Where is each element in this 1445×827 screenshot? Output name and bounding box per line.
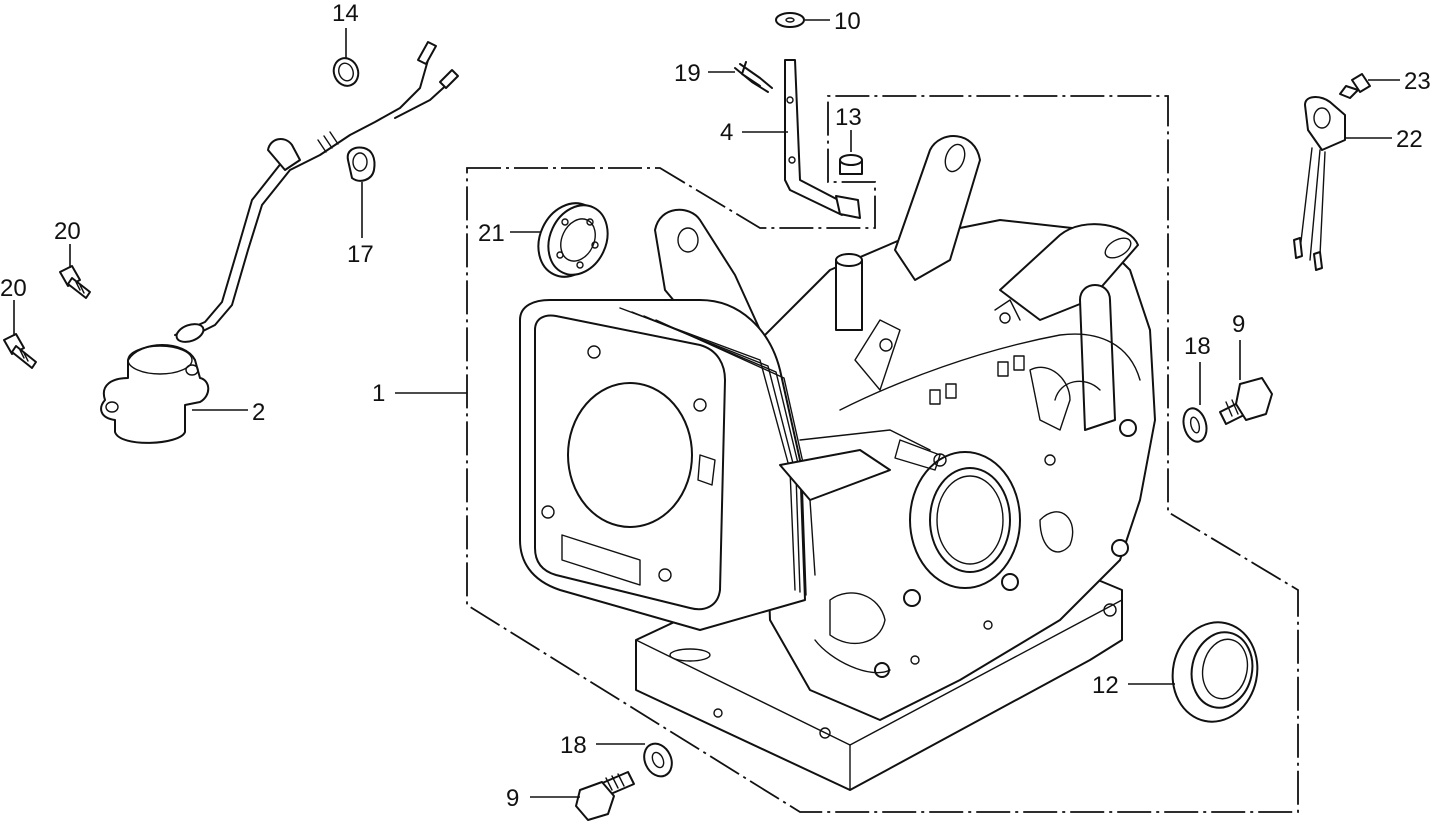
callout-23: 23 [1404,68,1431,95]
callout-9-right: 9 [1232,311,1245,338]
callout-labels: 1 2 4 9 9 10 12 13 14 17 18 18 19 20 20 … [0,0,1431,812]
assembly-group-outline [466,95,1299,813]
callout-18-bottom: 18 [560,732,587,759]
clip-19 [734,61,773,93]
screw-23 [1339,73,1371,99]
callout-22: 22 [1396,126,1423,153]
ball-bearing [537,202,609,278]
bolt-20-upper [59,265,91,299]
flange-bolt-right [1219,377,1273,425]
callout-10: 10 [834,8,861,35]
callout-19: 19 [674,60,701,87]
callout-17: 17 [347,241,374,268]
flange-bolt-bottom [575,771,635,821]
bolt-20-lower [3,333,37,369]
washer-18-bottom [643,742,673,778]
callout-4: 4 [720,119,733,146]
callout-2: 2 [252,399,265,426]
o-ring-14 [332,57,360,87]
leader-lines [13,19,1400,798]
callout-18-right: 18 [1184,333,1211,360]
grommet-17 [346,146,376,182]
washer-18-right [1182,407,1208,443]
callout-20-lower: 20 [0,275,27,302]
callout-12: 12 [1092,672,1119,699]
callout-14: 14 [332,0,359,27]
callout-1: 1 [372,380,385,407]
callout-13: 13 [835,104,862,131]
oil-level-switch [100,41,459,444]
ignition-module [1293,96,1346,271]
oil-seal [1171,621,1259,723]
crankcase-cylinder-block [519,135,1156,791]
callout-20-upper: 20 [54,218,81,245]
governor-arm [784,59,861,219]
callout-9-bottom: 9 [506,785,519,812]
washer-10 [775,12,805,28]
callout-21: 21 [478,220,505,247]
grommet-13 [839,154,863,175]
